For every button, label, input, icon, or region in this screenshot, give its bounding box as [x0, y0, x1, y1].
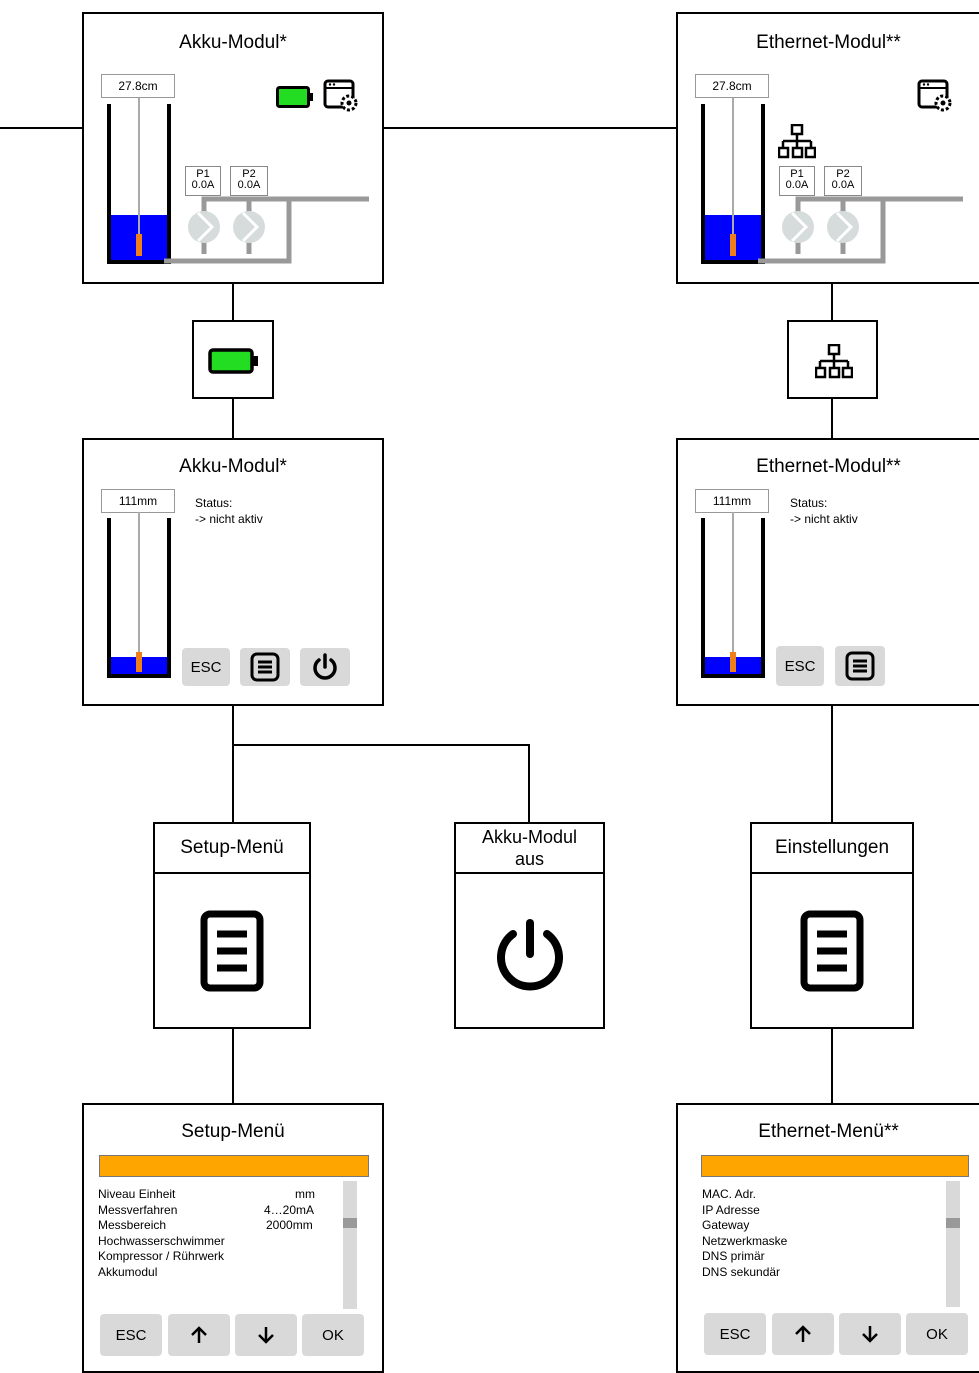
network-icon: [777, 123, 817, 165]
pump-piping: [758, 196, 963, 264]
settings-window-icon[interactable]: [323, 79, 363, 120]
probe-sensor: [136, 652, 142, 672]
node-title: Einstellungen: [752, 824, 912, 874]
list-item[interactable]: Gateway: [702, 1218, 750, 1232]
settings-window-icon[interactable]: [917, 79, 957, 120]
menu-button[interactable]: [240, 648, 290, 686]
arrow-down-icon: [258, 1327, 274, 1344]
ethernet-menu-list: MAC. Adr. IP Adresse Gateway Netzwerkmas…: [702, 1187, 902, 1280]
node-einstellungen: Einstellungen: [750, 822, 914, 1029]
network-transition-node: [787, 320, 878, 399]
status-text: Status: -> nicht aktiv: [790, 496, 858, 526]
battery-icon: [276, 86, 314, 113]
screen-title: Ethernet-Menü**: [758, 1121, 899, 1142]
level-reading: 111mm: [101, 489, 175, 513]
scrollbar-thumb[interactable]: [946, 1218, 960, 1228]
screen-title: Ethernet-Modul**: [756, 456, 901, 477]
pump-2-label: P2 0.0A: [824, 166, 862, 196]
node-akku-modul-off: Akku-Modul aus: [454, 822, 605, 1029]
tank: [107, 512, 171, 678]
power-icon[interactable]: [492, 918, 568, 999]
list-item[interactable]: Akkumodul: [98, 1264, 158, 1279]
tank: [701, 512, 765, 678]
menu-button[interactable]: [835, 646, 885, 686]
esc-button[interactable]: ESC: [100, 1314, 162, 1356]
node-title-line-2: aus: [514, 849, 545, 869]
arrow-up-icon: [795, 1325, 811, 1342]
screen-ethernet-modul-overview: Ethernet-Modul** 27.8cm P1 0.0A P2 0.0A: [676, 12, 979, 284]
level-reading: 111mm: [695, 489, 769, 513]
esc-button[interactable]: ESC: [776, 646, 824, 686]
node-title: Setup-Menü: [155, 824, 309, 874]
screen-title: Akku-Modul*: [179, 456, 287, 477]
node-title-line-1: Akku-Modul: [481, 827, 578, 847]
probe-cable: [732, 512, 734, 652]
up-button[interactable]: [772, 1313, 834, 1355]
list-item[interactable]: Netzwerkmaske: [702, 1233, 788, 1248]
menu-list-icon: [845, 651, 875, 681]
level-reading: 27.8cm: [101, 74, 175, 98]
scrollbar[interactable]: [343, 1181, 357, 1309]
screen-ethernet-modul-detail: Ethernet-Modul** 111mm Status: -> nicht …: [676, 438, 979, 706]
power-button[interactable]: [300, 648, 350, 686]
list-item[interactable]: DNS sekundär: [702, 1264, 781, 1279]
arrow-down-icon: [862, 1326, 878, 1343]
probe-sensor: [136, 234, 142, 256]
menu-list-icon[interactable]: [800, 910, 864, 997]
pump-2-label: P2 0.0A: [230, 166, 268, 196]
esc-button[interactable]: ESC: [704, 1313, 766, 1355]
battery-transition-node: [192, 320, 274, 399]
pump-piping: [164, 196, 369, 264]
list-item[interactable]: MAC. Adr.: [702, 1187, 757, 1201]
pump-1-label: P1 0.0A: [185, 166, 221, 196]
power-icon: [313, 653, 337, 680]
down-button[interactable]: [839, 1313, 901, 1355]
screen-title: Setup-Menü: [181, 1121, 285, 1142]
tank: [701, 98, 765, 264]
battery-icon[interactable]: [208, 348, 260, 379]
screen-akku-modul-overview: Akku-Modul* 27.8cm P1 0.0A P2 0.0A: [82, 12, 384, 284]
probe-cable: [138, 98, 140, 238]
screen-akku-modul-detail: Akku-Modul* 111mm Status: -> nicht aktiv…: [82, 438, 384, 706]
probe-cable: [732, 98, 734, 238]
node-setup-menu: Setup-Menü: [153, 822, 311, 1029]
selection-highlight[interactable]: [701, 1155, 969, 1177]
menu-list-icon: [250, 652, 280, 682]
screen-ethernet-menu: Ethernet-Menü** MAC. Adr. IP Adresse Gat…: [676, 1103, 979, 1373]
down-button[interactable]: [235, 1314, 297, 1356]
node-title: Akku-Modul aus: [456, 824, 603, 874]
probe-cable: [138, 512, 140, 652]
list-item[interactable]: DNS primär: [702, 1249, 765, 1263]
selection-highlight[interactable]: [99, 1155, 369, 1177]
arrow-up-icon: [191, 1326, 207, 1343]
tank: [107, 98, 171, 264]
status-text: Status: -> nicht aktiv: [195, 496, 263, 526]
screen-title: Ethernet-Modul**: [756, 32, 901, 53]
menu-list-icon[interactable]: [200, 910, 264, 997]
esc-button[interactable]: ESC: [182, 648, 230, 686]
level-reading: 27.8cm: [695, 74, 769, 98]
probe-sensor: [730, 234, 736, 256]
list-item[interactable]: Kompressor / Rührwerk: [98, 1249, 225, 1263]
screen-title: Akku-Modul*: [179, 32, 287, 53]
scrollbar-thumb[interactable]: [343, 1218, 357, 1228]
ok-button[interactable]: OK: [302, 1314, 364, 1356]
list-item[interactable]: Hochwasserschwimmer: [98, 1233, 225, 1248]
list-item[interactable]: IP Adresse: [702, 1202, 760, 1217]
ok-button[interactable]: OK: [906, 1313, 968, 1355]
pump-1-label: P1 0.0A: [779, 166, 815, 196]
probe-sensor: [730, 652, 736, 672]
scrollbar[interactable]: [946, 1181, 960, 1307]
up-button[interactable]: [168, 1314, 230, 1356]
network-icon[interactable]: [814, 343, 854, 385]
